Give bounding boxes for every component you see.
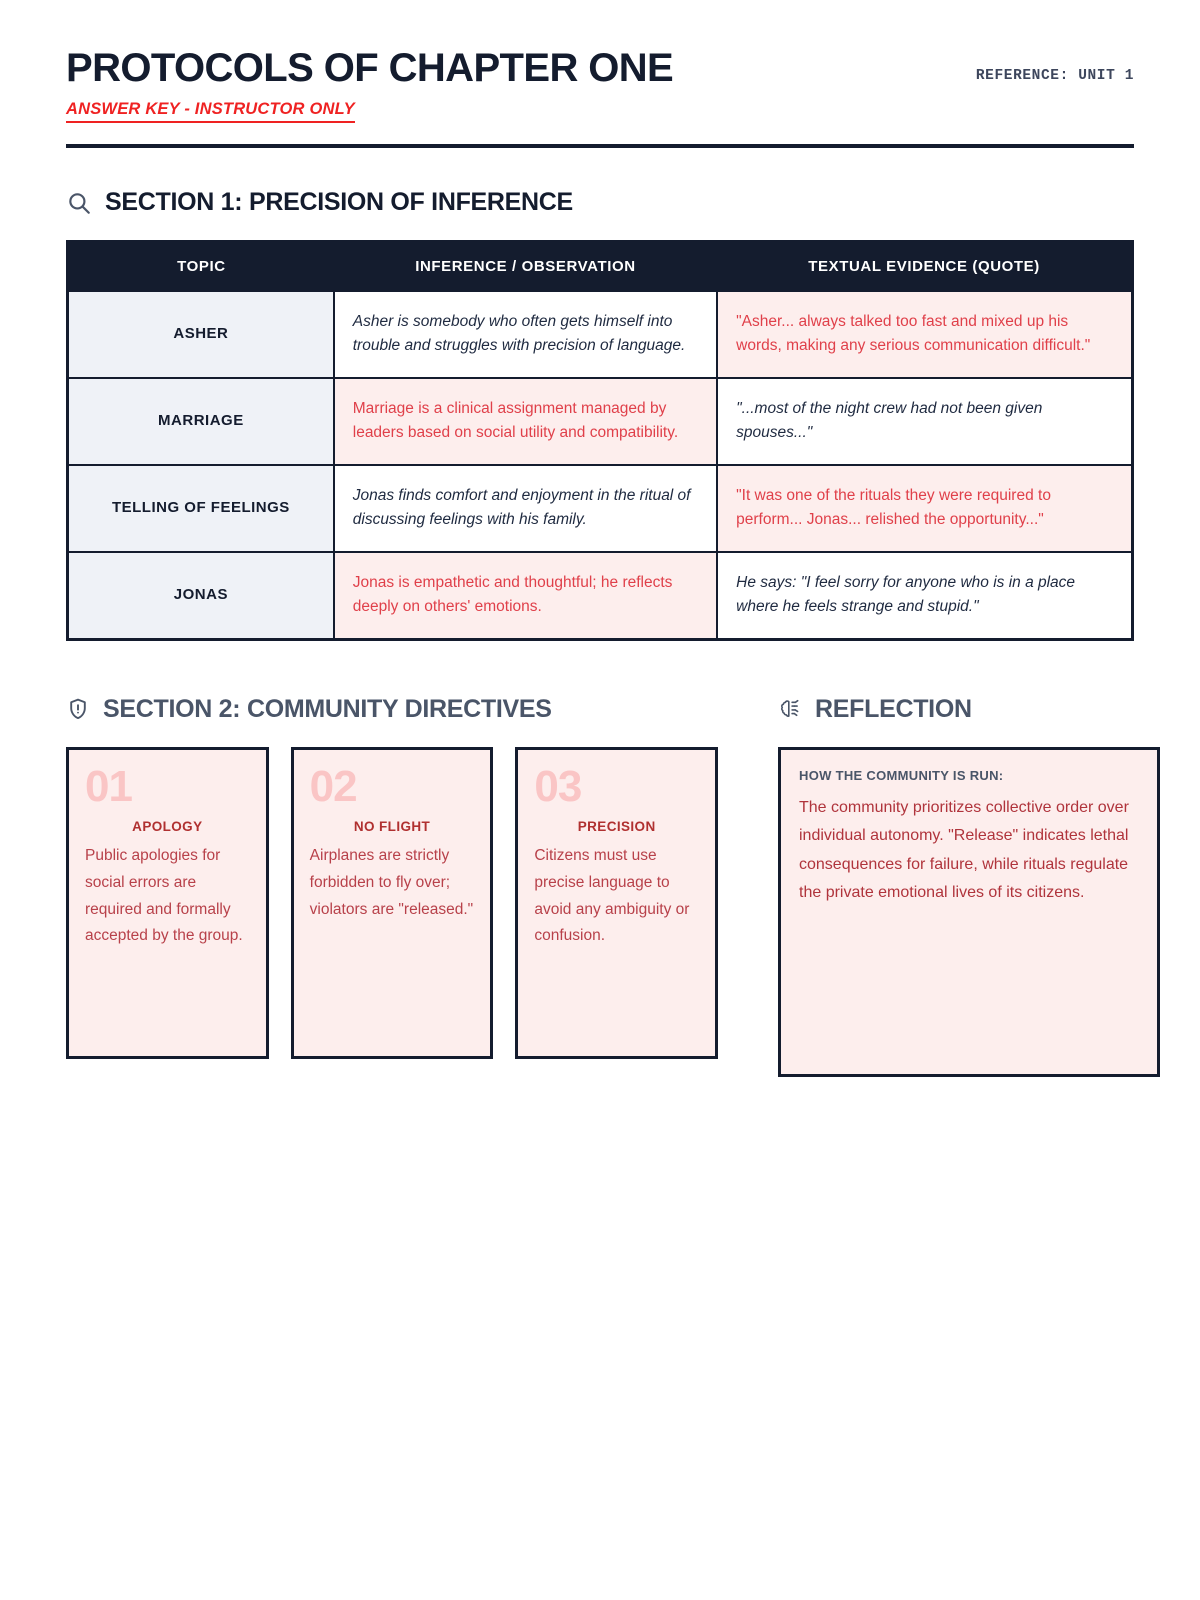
search-icon [66, 190, 92, 216]
cell-inference: Marriage is a clinical assignment manage… [332, 376, 719, 466]
directive-card: 03 PRECISION Citizens must use precise l… [515, 746, 719, 1059]
card-text: Airplanes are strictly forbidden to fly … [309, 847, 474, 918]
lower-content: SECTION 2: COMMUNITY DIRECTIVES 01 APOLO… [66, 694, 1160, 1077]
cell-evidence: He says: "I feel sorry for anyone who is… [716, 550, 1134, 641]
reflection-answer-text: The community prioritizes collective ord… [799, 798, 1129, 902]
directive-card: 02 NO FLIGHT Airplanes are strictly forb… [290, 746, 494, 1059]
section-1-heading: SECTION 1: PRECISION OF INFERENCE [66, 190, 1134, 216]
card-number: 01 [85, 761, 133, 811]
shield-alert-icon [66, 697, 90, 721]
reference-label: REFERENCE: UNIT 1 [975, 68, 1134, 84]
table-row: JONAS Jonas is empathetic and thoughtful… [66, 550, 1134, 641]
directive-card: 01 APOLOGY Public apologies for social e… [66, 746, 269, 1059]
reflection-block: REFLECTION HOW THE COMMUNITY IS RUN: The… [778, 694, 1160, 1077]
card-label: PRECISION [577, 819, 656, 835]
section-2-block: SECTION 2: COMMUNITY DIRECTIVES 01 APOLO… [66, 694, 719, 1059]
card-text: Public apologies for social errors are r… [85, 847, 243, 945]
title-block: PROTOCOLS OF CHAPTER ONE ANSWER KEY - IN… [66, 46, 976, 123]
column-header-evidence: TEXTUAL EVIDENCE (QUOTE) [717, 241, 1133, 291]
section-2-heading: SECTION 2: COMMUNITY DIRECTIVES [66, 694, 718, 723]
card-number: 02 [309, 761, 358, 811]
table-row: ASHER Asher is somebody who often gets h… [66, 289, 1134, 379]
card-label: NO FLIGHT [353, 819, 431, 835]
section-2-title: SECTION 2: COMMUNITY DIRECTIVES [103, 694, 552, 723]
reflection-panel: HOW THE COMMUNITY IS RUN: The community … [778, 746, 1160, 1077]
cell-evidence: "It was one of the rituals they were req… [716, 463, 1134, 553]
cell-topic: MARRIAGE [66, 376, 335, 466]
directive-cards: 01 APOLOGY Public apologies for social e… [66, 746, 719, 1059]
cell-topic: JONAS [66, 550, 335, 641]
column-header-topic: TOPIC [67, 241, 334, 291]
cell-topic: ASHER [66, 289, 335, 379]
inference-table: TOPIC INFERENCE / OBSERVATION TEXTUAL EV… [66, 239, 1134, 641]
header-divider [66, 143, 1134, 148]
table-row: TELLING OF FEELINGS Jonas finds comfort … [66, 463, 1134, 553]
card-text: Citizens must use precise language to av… [534, 847, 690, 945]
card-number: 03 [534, 761, 582, 811]
column-header-inference: INFERENCE / OBSERVATION [333, 241, 718, 291]
table-header-row: TOPIC INFERENCE / OBSERVATION TEXTUAL EV… [67, 241, 1133, 291]
card-label: APOLOGY [132, 819, 203, 835]
cell-topic: TELLING OF FEELINGS [66, 463, 335, 553]
page-title: PROTOCOLS OF CHAPTER ONE [66, 46, 674, 90]
cell-evidence: "...most of the night crew had not been … [716, 376, 1134, 466]
cell-inference: Jonas finds comfort and enjoyment in the… [332, 463, 719, 553]
reflection-heading: REFLECTION [778, 694, 1160, 723]
cell-inference: Jonas is empathetic and thoughtful; he r… [332, 550, 719, 641]
reflection-title: REFLECTION [815, 694, 972, 723]
document-header: PROTOCOLS OF CHAPTER ONE ANSWER KEY - IN… [66, 46, 1134, 123]
section-1-title: SECTION 1: PRECISION OF INFERENCE [105, 188, 573, 217]
brain-icon [778, 697, 802, 721]
table-row: MARRIAGE Marriage is a clinical assignme… [66, 376, 1134, 466]
cell-evidence: "Asher... always talked too fast and mix… [716, 289, 1134, 379]
cell-inference: Asher is somebody who often gets himself… [332, 289, 719, 379]
reflection-prompt-label: HOW THE COMMUNITY IS RUN: [799, 767, 1004, 783]
answer-key-badge: ANSWER KEY - INSTRUCTOR ONLY [66, 100, 355, 123]
